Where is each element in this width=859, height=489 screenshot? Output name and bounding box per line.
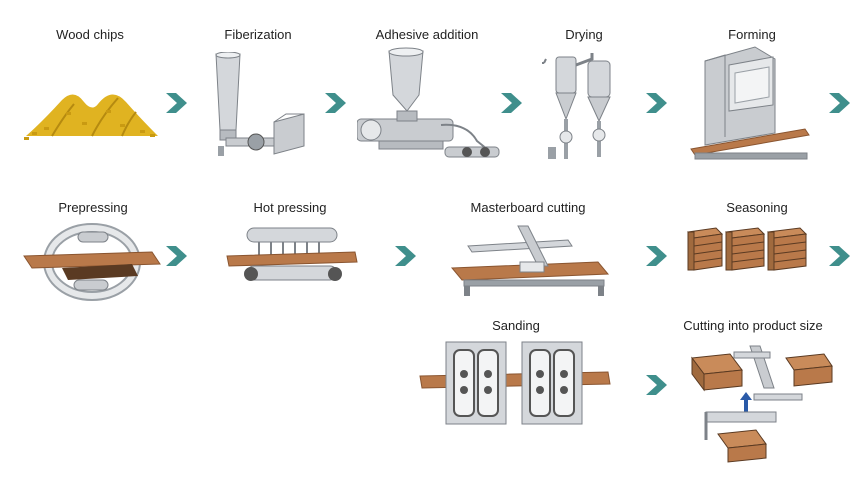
fiberizer-machine-icon — [215, 52, 305, 156]
product-cutter-icon — [691, 345, 833, 463]
label-wood-chips: Wood chips — [56, 27, 124, 42]
label-prepressing: Prepressing — [58, 200, 128, 215]
flow-arrow-icon — [395, 246, 416, 266]
label-drying: Drying — [565, 27, 603, 42]
label-cutting-into-product-size: Cutting into product size — [683, 318, 823, 333]
up-arrow-icon — [740, 392, 752, 412]
label-masterboard-cutting: Masterboard cutting — [470, 200, 586, 215]
flow-arrow-icon — [646, 93, 667, 113]
label-sanding: Sanding — [492, 318, 540, 333]
label-seasoning: Seasoning — [726, 200, 788, 215]
prepress-roller-icon — [23, 223, 161, 301]
masterboard-saw-icon — [450, 225, 610, 296]
flow-arrow-icon — [646, 246, 667, 266]
flow-arrow-icon — [829, 246, 850, 266]
sanding-machine-icon — [419, 341, 611, 425]
label-hot-pressing: Hot pressing — [253, 200, 327, 215]
adhesive-mixer-icon — [357, 47, 500, 158]
label-fiberization: Fiberization — [224, 27, 292, 42]
hot-press-icon — [226, 227, 358, 281]
flow-arrow-icon — [501, 93, 522, 113]
flow-arrow-icon — [829, 93, 850, 113]
flow-arrow-icon — [646, 375, 667, 395]
flow-arrow-icon — [166, 246, 187, 266]
forming-machine-icon — [690, 46, 810, 160]
flow-arrow-icon — [166, 93, 187, 113]
board-stacks-icon — [686, 227, 808, 271]
label-forming: Forming — [728, 27, 776, 42]
dryer-cyclones-icon — [542, 53, 611, 159]
wood-chips-pile-icon — [24, 94, 158, 140]
label-adhesive-addition: Adhesive addition — [375, 27, 479, 42]
flow-arrow-icon — [325, 93, 346, 113]
